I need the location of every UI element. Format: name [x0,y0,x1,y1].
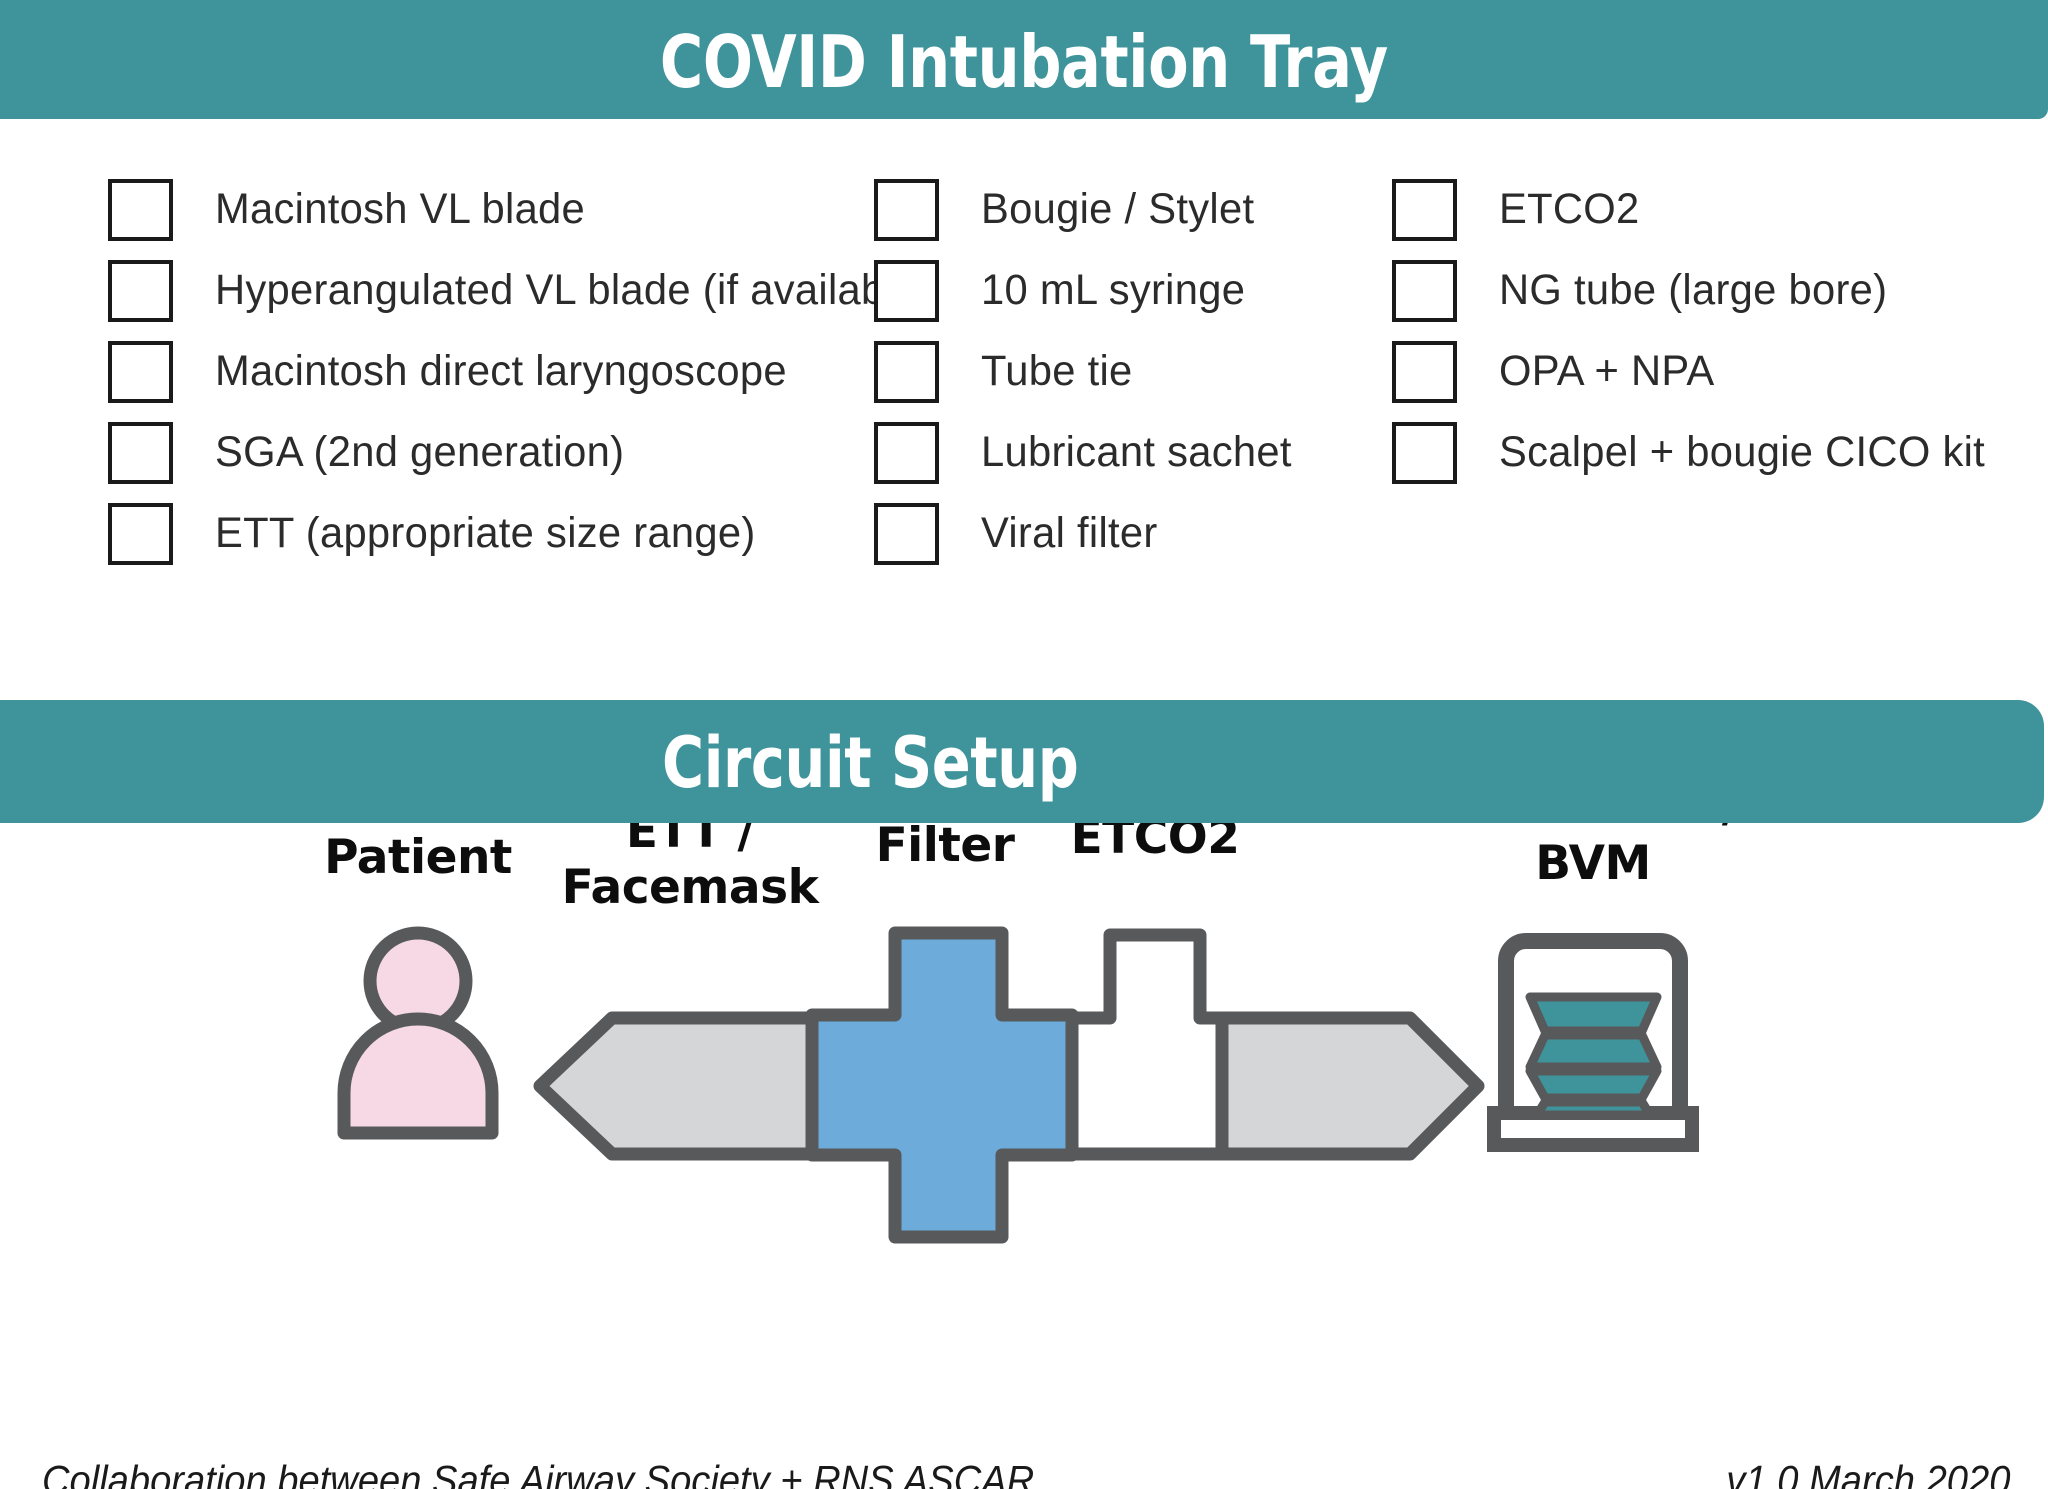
checkbox-ett-size-range[interactable] [108,502,173,565]
checkbox-etco2[interactable] [1392,178,1457,241]
checklist-item[interactable]: NG tube (large bore) [1392,250,2000,331]
checklist-item-label: 10 mL syringe [981,266,1246,314]
etco2-connector [1061,928,1229,1161]
checklist-item[interactable]: Tube tie [874,331,1301,412]
etco2-label: ETCO2 [1071,823,1240,865]
ett-facemask-tube [533,1011,819,1161]
checkbox-sga-2nd-generation[interactable] [108,421,173,484]
checklist-item[interactable]: ETT (appropriate size range) [108,493,954,574]
section-title-circuit-setup: Circuit Setup [662,721,1079,804]
ventilator-bvm-icon [1487,933,1699,1152]
ventilator-bvm-label-line2: BVM [1535,836,1651,891]
checklist-item[interactable]: Scalpel + bougie CICO kit [1392,412,2000,493]
checkbox-bougie-stylet[interactable] [874,178,939,241]
checklist-item-label: ETT (appropriate size range) [215,509,756,557]
checklist-item-label: Tube tie [981,347,1133,395]
checkbox-scalpel-bougie-cico-kit[interactable] [1392,421,1457,484]
checkbox-lubricant-sachet[interactable] [874,421,939,484]
checklist-item-label: ETCO2 [1499,185,1640,233]
ventilator-bvm-label-line1: Ventilator / [1447,823,1739,833]
checkbox-opa-npa[interactable] [1392,340,1457,403]
checklist-item-label: Lubricant sachet [981,428,1292,476]
checkbox-viral-filter[interactable] [874,502,939,565]
checklist-item[interactable]: OPA + NPA [1392,331,2000,412]
checklist-item-label: Macintosh VL blade [215,185,586,233]
checklist-item[interactable]: 10 mL syringe [874,250,1301,331]
checklist-item-label: OPA + NPA [1499,347,1715,395]
checklist-item[interactable]: SGA (2nd generation) [108,412,954,493]
section-banner-circuit-setup: Circuit Setup [0,700,2044,823]
section-banner-intubation-tray: COVID Intubation Tray [0,0,2048,119]
checklist-item-label: Bougie / Stylet [981,185,1255,233]
patient-icon [337,926,499,1140]
checklist-column-3: ETCO2 NG tube (large bore) OPA + NPA Sca… [1392,169,2000,493]
page-title: COVID Intubation Tray [660,19,1388,104]
checkbox-macintosh-vl-blade[interactable] [108,178,173,241]
ventilator-tube [1215,1011,1485,1161]
checklist-item-label: SGA (2nd generation) [215,428,625,476]
viral-filter-cross [805,926,1079,1244]
checklist-item[interactable]: Lubricant sachet [874,412,1301,493]
checklist-item[interactable]: Macintosh direct laryngoscope [108,331,954,412]
checklist-item-label: Viral filter [981,509,1158,557]
viral-filter-label-line2: Filter [876,823,1016,873]
checklist-item-label: Hyperangulated VL blade (if available) [215,266,932,314]
checklist-item[interactable]: Hyperangulated VL blade (if available) [108,250,954,331]
checkbox-ng-tube-large-bore[interactable] [1392,259,1457,322]
checkbox-hyperangulated-vl-blade[interactable] [108,259,173,322]
checklist-item-label: Macintosh direct laryngoscope [215,347,787,395]
footer: Collaboration between Safe Airway Societ… [0,1385,2048,1489]
checklist-item[interactable]: ETCO2 [1392,169,2000,250]
checkbox-macintosh-direct-laryngoscope[interactable] [108,340,173,403]
checklist-item[interactable]: Viral filter [874,493,1301,574]
ett-facemask-label-line2: Facemask [562,860,821,915]
checklist-item-label: Scalpel + bougie CICO kit [1499,428,1986,476]
patient-label: Patient [324,830,512,885]
footer-attribution: Collaboration between Safe Airway Societ… [42,1457,1035,1489]
circuit-setup-diagram: Patient ETT / Facemask Viral Filter ETCO… [0,823,2048,1343]
footer-version: v1.0 March 2020 [1725,1457,2010,1489]
checklist-item[interactable]: Bougie / Stylet [874,169,1301,250]
checklist-item-label: NG tube (large bore) [1499,266,1888,314]
checklist-column-2: Bougie / Stylet 10 mL syringe Tube tie L… [874,169,1301,574]
equipment-checklist: Macintosh VL blade Hyperangulated VL bla… [0,119,2048,700]
ett-facemask-label-line1: ETT / [626,823,756,859]
checkbox-10ml-syringe[interactable] [874,259,939,322]
checklist-item[interactable]: Macintosh VL blade [108,169,954,250]
checklist-column-1: Macintosh VL blade Hyperangulated VL bla… [108,169,954,574]
checkbox-tube-tie[interactable] [874,340,939,403]
